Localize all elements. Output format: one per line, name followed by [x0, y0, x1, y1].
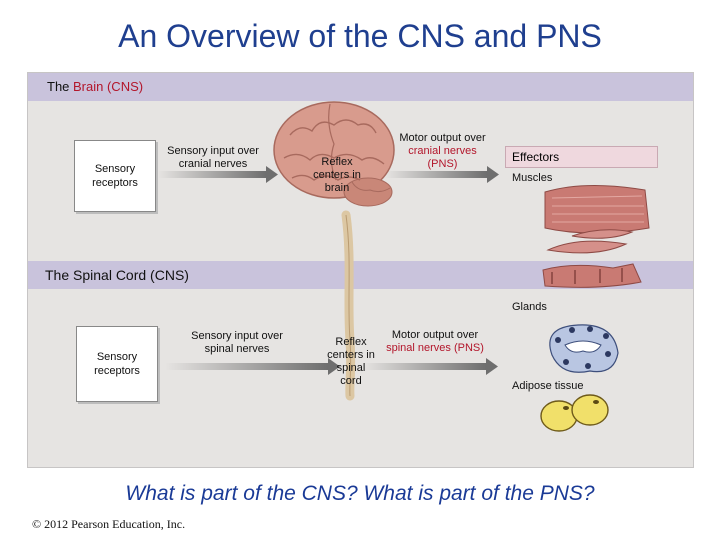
effectors-box: Effectors — [505, 146, 658, 168]
adipose-illustration — [540, 394, 609, 432]
gland-illustration — [549, 324, 619, 373]
spinal-input-arrow — [165, 358, 340, 375]
brain-sensory-receptors-box: Sensory receptors — [74, 140, 156, 212]
effectors-heading: Effectors — [512, 150, 560, 164]
copyright-text: © 2012 Pearson Education, Inc. — [32, 517, 186, 531]
cardiac-muscle-illustration — [542, 263, 642, 288]
brain-sensory-input-label: Sensory input over cranial nerves — [167, 145, 259, 170]
spinal-sensory-input-label: Sensory input over spinal nerves — [191, 330, 283, 355]
spinal-sensory-receptors-label: Sensory receptors — [94, 351, 140, 377]
muscles-label: Muscles — [512, 172, 553, 184]
brain-band-prefix: The — [47, 79, 74, 94]
skeletal-muscle-illustration — [544, 184, 650, 234]
brain-reflex-centers-label: Reflex centers in brain — [313, 156, 361, 194]
spinal-motor-output-line2: spinal nerves (PNS) — [386, 342, 484, 354]
spinal-reflex-centers-label: Reflex centers in spinal cord — [327, 336, 375, 387]
spinal-band-prefix: The — [45, 267, 74, 283]
spinal-output-arrow — [362, 358, 498, 375]
spinal-band-label: The Spinal Cord (CNS) — [45, 267, 189, 283]
brain-band-label: The Brain (CNS) — [47, 79, 143, 94]
question-text: What is part of the CNS? What is part of… — [125, 482, 595, 505]
glands-label: Glands — [512, 301, 547, 313]
brain-motor-output-line1: Motor output over — [399, 132, 486, 144]
adipose-label: Adipose tissue — [512, 380, 584, 392]
brain-band-highlight: Brain (CNS) — [73, 79, 144, 94]
brain-illustration — [273, 101, 395, 207]
brain-band: The Brain (CNS) — [28, 73, 693, 101]
brain-motor-output-line2: cranial nerves (PNS) — [408, 145, 477, 170]
brain-sensory-receptors-label: Sensory receptors — [92, 163, 138, 189]
spinal-sensory-receptors-box: Sensory receptors — [76, 326, 158, 402]
brain-output-arrow — [385, 166, 499, 183]
spinal-motor-output-label: Motor output over spinal nerves (PNS) — [380, 329, 490, 355]
brain-motor-output-label: Motor output over cranial nerves (PNS) — [395, 132, 490, 171]
spinal-band-highlight: Spinal Cord (CNS) — [73, 267, 189, 283]
spinal-motor-output-line1: Motor output over — [391, 329, 479, 341]
brain-input-arrow — [158, 166, 278, 183]
smooth-muscle-illustration — [546, 229, 634, 254]
page-title: An Overview of the CNS and PNS — [118, 18, 602, 54]
